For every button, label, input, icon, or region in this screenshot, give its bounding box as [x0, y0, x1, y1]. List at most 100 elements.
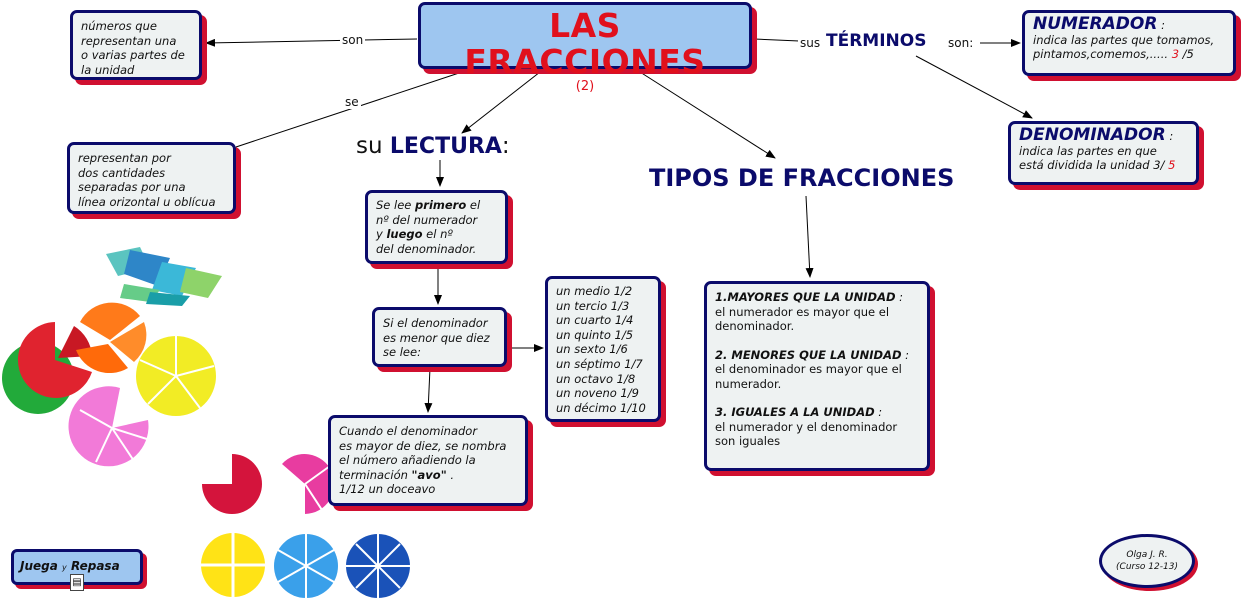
list-item: un décimo 1/10 [556, 400, 646, 415]
node-text-line: el número añadiendo la [339, 453, 476, 467]
node-mayor-de-diez: Cuando el denominador es mayor de diez, … [328, 415, 528, 506]
denominador-colon: : [1169, 129, 1174, 143]
yellow-quarters-icon [201, 533, 265, 597]
node-text-line: dos cantidades [78, 165, 166, 180]
list-item: un quinto 1/5 [556, 327, 634, 342]
button-label-y: y [62, 563, 67, 572]
link-label-sus: sus [798, 36, 823, 50]
link-label-se: se [343, 95, 361, 109]
node-text-line: representan por [78, 151, 171, 165]
author-badge: Olga J. R. (Curso 12-13) [1099, 534, 1195, 588]
page-title: LAS FRACCIONES [464, 6, 706, 81]
blue-sixths-icon [274, 534, 338, 598]
node-text-line: son iguales [715, 434, 781, 448]
lectura-suffix: : [501, 133, 510, 159]
tipo-colon: : [895, 290, 904, 304]
arrow-tipos-lista [805, 195, 814, 278]
numerador-colon: : [1161, 18, 1165, 32]
button-label-juega: Juega [20, 559, 58, 573]
node-text-line: 1/12 un doceavo [339, 482, 436, 496]
page-subtitle: (2) [575, 79, 595, 94]
bold-word-primero: primero [415, 198, 467, 212]
tipo-colon: : [874, 405, 883, 419]
node-text-line: pintamos,comemos,..... [1033, 47, 1172, 61]
navy-eighths-icon [346, 534, 410, 598]
arrow-son-left [205, 38, 418, 47]
node-text-line: o varias partes de [81, 48, 185, 62]
arrow-denominador [915, 55, 1033, 119]
link-label-son: son [340, 33, 366, 47]
node-text-line: . [446, 467, 454, 482]
node-text-line: indica las partes que tomamos, [1033, 32, 1215, 47]
denominador-heading: DENOMINADOR [1019, 125, 1166, 145]
node-tipos-lista: 1.MAYORES QUE LA UNIDAD : el numerador e… [704, 281, 930, 471]
document-link-icon[interactable]: ▤ [70, 574, 84, 591]
node-text-line: el nº [422, 227, 453, 241]
node-text-line: es mayor de diez, se nombra [339, 438, 507, 453]
list-item: un noveno 1/9 [556, 386, 639, 401]
node-numeros-que-representan: números que representan una o varias par… [70, 10, 202, 80]
tipo-heading: 3. IGUALES A LA UNIDAD [715, 405, 875, 419]
arrow-tipos [639, 71, 776, 159]
node-text-line: el numerador y el denominador [715, 419, 898, 434]
tipo-heading: 2. MENORES QUE LA UNIDAD [715, 347, 902, 362]
title-node: LAS FRACCIONES (2) [418, 2, 752, 94]
node-text-line: representan una [81, 33, 177, 48]
node-text-line: el denominador es mayor que el [715, 362, 902, 376]
list-item: un sexto 1/6 [556, 342, 628, 357]
list-item: un cuarto 1/4 [556, 313, 634, 328]
node-text-line: separadas por una [78, 180, 186, 194]
node-denominador: DENOMINADOR : indica las partes en que e… [1008, 121, 1199, 185]
node-text-line: numerador. [715, 376, 782, 391]
teal-pieces-icon [106, 247, 222, 306]
node-text-line: terminación [339, 467, 412, 482]
list-item: un tercio 1/3 [556, 298, 630, 313]
node-text-line: del denominador. [376, 241, 477, 256]
terminos-concept: TÉRMINOS [826, 31, 927, 51]
link-label-son-dos-puntos: son: [946, 36, 976, 50]
node-text-line: línea orizontal u oblícua [78, 194, 216, 209]
tipo-heading: 1.MAYORES QUE LA UNIDAD [715, 290, 896, 304]
crimson-circle-icon [202, 454, 262, 514]
node-text-line: /5 [1179, 47, 1194, 61]
node-nombres-fracciones: un medio 1/2 un tercio 1/3 un cuarto 1/4… [545, 276, 661, 422]
node-text-line: Se lee [376, 198, 416, 212]
node-text-line: el [466, 198, 481, 212]
tipo-item: 3. IGUALES A LA UNIDAD : el numerador y … [715, 405, 919, 449]
arrow-lectura [461, 71, 541, 134]
author-course: (Curso 12-13) [1116, 562, 1178, 572]
node-text-line: es menor que diez [383, 330, 490, 345]
lectura-concept: su LECTURA: [356, 133, 510, 159]
tipo-item: 2. MENORES QUE LA UNIDAD : el denominado… [715, 348, 919, 392]
node-text-line: denominador. [715, 319, 795, 333]
node-text-line: se lee: [383, 345, 421, 359]
node-text-line: la unidad [81, 62, 135, 77]
node-se-lee: Se lee primero el nº del numerador y lue… [365, 190, 508, 264]
node-numerador: NUMERADOR : indica las partes que tomamo… [1022, 10, 1236, 76]
bold-word-luego: luego [386, 227, 423, 241]
tipo-item: 1.MAYORES QUE LA UNIDAD : el numerador e… [715, 290, 919, 334]
node-menor-que-diez: Si el denominador es menor que diez se l… [372, 307, 507, 367]
pink-circle-icon [68, 386, 151, 467]
node-text-line: números que [81, 19, 157, 33]
lectura-prefix: su [356, 133, 390, 159]
node-text-line: Cuando el denominador [339, 424, 478, 438]
node-text-line: nº del numerador [376, 212, 478, 227]
denominador-highlight: 5 [1168, 158, 1176, 172]
tipos-concept: TIPOS DE FRACCIONES [649, 164, 955, 192]
numerador-heading: NUMERADOR [1033, 14, 1158, 34]
node-text-line: el numerador es mayor que el [715, 304, 890, 319]
yellow-circle-icon [136, 336, 216, 416]
author-name: Olga J. R. [1126, 550, 1168, 560]
tipo-colon: : [901, 347, 910, 362]
orange-circle-icon [76, 302, 147, 374]
list-item: un octavo 1/8 [556, 371, 636, 386]
node-text-line: Si el denominador [383, 316, 488, 330]
button-label-repasa: Repasa [70, 559, 120, 573]
arrow-mayor [424, 367, 433, 413]
magenta-circle-icon [282, 454, 335, 514]
list-item: un medio 1/2 [556, 284, 633, 298]
